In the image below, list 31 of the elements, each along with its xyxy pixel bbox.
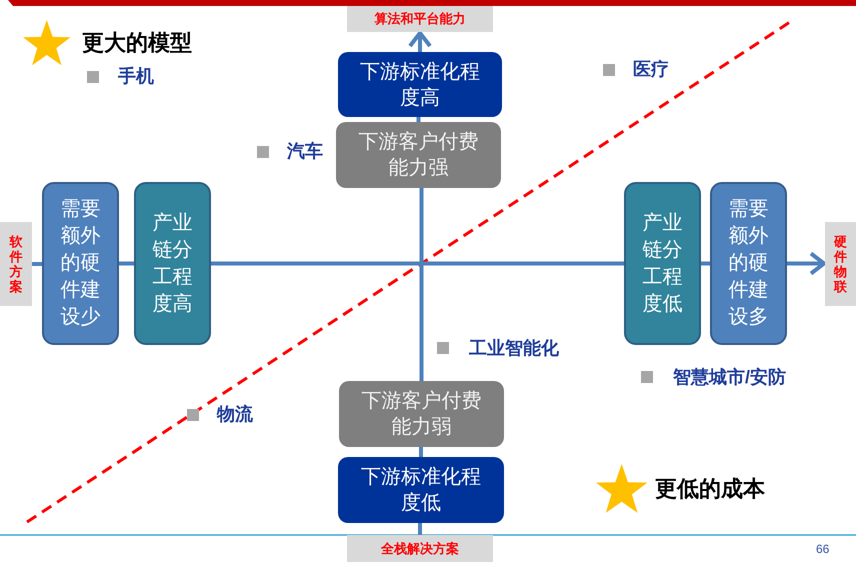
rounded-box: 下游客户付费能力强 [336, 122, 501, 188]
axis-line [32, 262, 42, 266]
rounded-box: 需要额外的硬件建设多 [710, 182, 787, 345]
axis-line [119, 262, 134, 266]
rounded-box: 下游标准化程度高 [338, 52, 502, 117]
category-text: 汽车 [287, 141, 323, 163]
page-number: 66 [816, 542, 830, 556]
rounded-box: 下游客户付费能力弱 [339, 381, 504, 447]
axis-line [419, 447, 423, 457]
axis-line [211, 262, 624, 266]
category-text: 医疗 [633, 59, 669, 81]
axis-end-label: 全栈解决方案 [347, 535, 493, 562]
category-text: 工业智能化 [469, 338, 559, 360]
rounded-box: 产业链分工程度高 [134, 182, 211, 345]
axis-arrow [787, 252, 826, 276]
axis-line [416, 117, 420, 122]
axis-line [420, 188, 424, 381]
rounded-box: 需要额外的硬件建设少 [42, 182, 119, 345]
category-text: 手机 [118, 66, 154, 88]
axis-end-label: 硬件物联 [825, 222, 856, 306]
rounded-box: 产业链分工程度低 [624, 182, 701, 345]
axis-arrow [408, 31, 432, 52]
axis-line [701, 262, 710, 266]
rounded-box: 下游标准化程度低 [338, 457, 504, 523]
category-text: 物流 [217, 404, 253, 426]
axis-end-label: 算法和平台能力 [347, 6, 493, 32]
category-text: 智慧城市/安防 [673, 367, 786, 389]
heading-text: 更大的模型 [82, 30, 192, 56]
heading-text: 更低的成本 [655, 476, 765, 502]
axis-end-label: 软件方案 [0, 222, 32, 306]
axis-line [418, 523, 422, 535]
